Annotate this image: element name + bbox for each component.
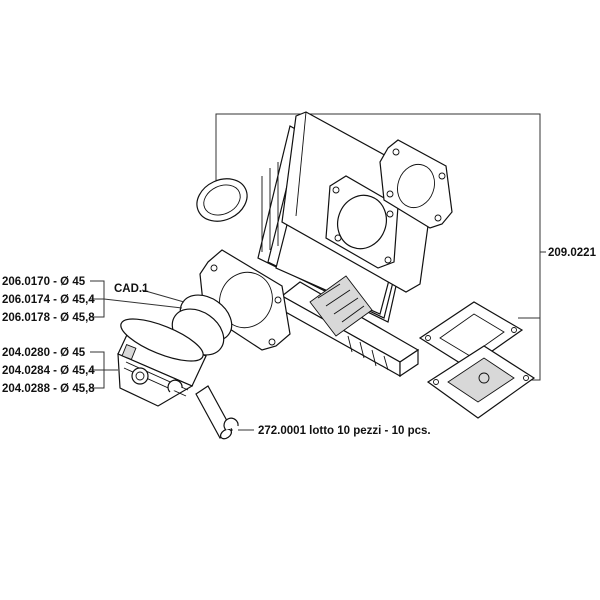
intake-port: [309, 275, 373, 337]
kit-label: 209.0221: [548, 247, 597, 259]
o-ring: [196, 178, 248, 222]
bore-opening: [337, 194, 387, 250]
piston-leaders: [90, 351, 118, 389]
ring-leaders: [90, 280, 185, 318]
circlip-left: [167, 379, 183, 393]
ring-label-45-8: 206.0178 - Ø 45,8: [2, 312, 95, 324]
intake-gasket-upper: [418, 301, 524, 369]
piston: [117, 318, 207, 407]
cylinder: [257, 111, 435, 378]
piston-label-45-4: 204.0284 - Ø 45,4: [2, 365, 95, 377]
base-gasket: [199, 249, 291, 351]
clip-label: 272.0001 lotto 10 pezzi - 10 pcs.: [258, 425, 431, 437]
cad-label: CAD.1: [114, 283, 149, 295]
ring-label-45: 206.0170 - Ø 45: [2, 276, 86, 288]
piston-label-45: 204.0280 - Ø 45: [2, 347, 86, 359]
ring-label-45-4: 206.0174 - Ø 45,4: [2, 294, 95, 306]
circlip-right: [223, 417, 239, 431]
head-gasket: [379, 139, 453, 229]
piston-pin: [195, 385, 233, 440]
intake-gasket-lower: [426, 345, 536, 419]
piston-label-45-8: 204.0288 - Ø 45,8: [2, 383, 95, 395]
